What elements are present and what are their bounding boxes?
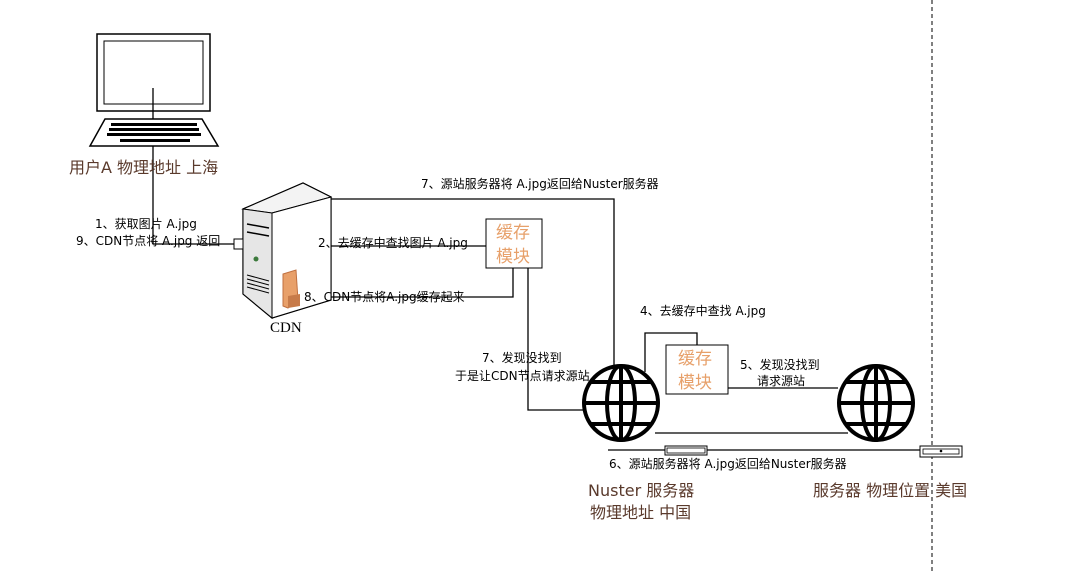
nuster-label-line1: Nuster 服务器 (588, 481, 694, 500)
step-7-mid-line1: 7、发现没找到 (482, 350, 562, 365)
computer-icon (88, 33, 220, 147)
globe-icon-nuster (582, 364, 660, 442)
step-7-top-label: 7、源站服务器将 A.jpg返回给Nuster服务器 (421, 176, 659, 191)
origin-label: 服务器 物理位置 美国 (813, 481, 967, 500)
step-7-mid-line2: 于是让CDN节点请求源站 (455, 369, 590, 383)
connectors (152, 88, 920, 451)
step-8-label: 8、CDN节点将A.jpg缓存起来 (304, 290, 465, 304)
cache-mid-line1: 缓存 (678, 349, 712, 369)
nuster-label-line2: 物理地址 中国 (590, 503, 691, 522)
cdn-label: CDN (270, 320, 302, 336)
cdn-server-icon (233, 182, 333, 320)
cache-top-line2: 模块 (496, 247, 530, 267)
cache-save-line (300, 268, 514, 298)
cache-module-top (485, 218, 543, 269)
step-6-label: 6、源站服务器将 A.jpg返回给Nuster服务器 (609, 456, 847, 471)
origin-return-line (330, 198, 615, 370)
step-9-label: 9、CDN节点将 A.jpg 返回 (76, 234, 220, 248)
cache-top-line1: 缓存 (496, 223, 530, 243)
step-4-label: 4、去缓存中查找 A.jpg (640, 303, 766, 318)
cache-nuster-line (527, 268, 585, 411)
cache-module-mid (665, 344, 729, 395)
globe-icon-origin (837, 364, 915, 442)
step-2-label: 2、去缓存中查找图片 A.jpg (318, 235, 468, 250)
connector-cable-icon (664, 445, 708, 456)
origin-server-device-icon (919, 445, 963, 458)
nuster-cache-line (644, 332, 698, 372)
step-5-line1: 5、发现没找到 (740, 357, 820, 372)
user-label: 用户A 物理地址 上海 (69, 158, 218, 177)
step-1-label: 1、获取图片 A.jpg (95, 217, 197, 231)
cache-mid-line2: 模块 (678, 373, 712, 393)
step-5-line2: 请求源站 (757, 374, 805, 388)
